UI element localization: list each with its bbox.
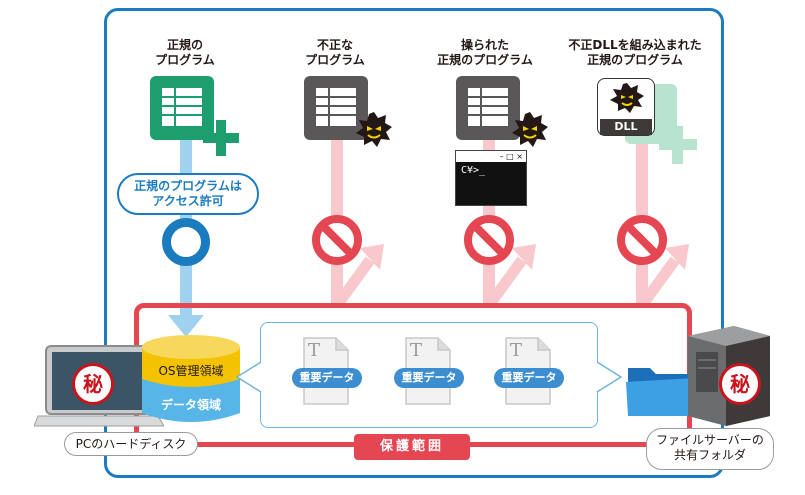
legit-program-icon [150,76,239,156]
document-label: 重要データ [292,368,362,388]
shared-folder-icon [626,368,694,416]
document-glyph: T [510,340,523,361]
console-title-bar: – □ × [456,151,526,162]
prohibited-icon [312,215,362,265]
command-prompt-window: – □ × C¥>_ [455,150,527,206]
document-item: T 重要データ [392,336,472,412]
rebound-arrow-1 [336,244,384,306]
malicious-program-icon [304,76,368,140]
access-allowed-note: 正規のプログラムはアクセス許可 [117,173,259,215]
rebound-arrow-2 [488,244,536,306]
outer-frame [104,8,724,478]
rebound-arrow-3 [641,244,689,306]
program-caption-dll-injected: 不正DLLを組み込まれた正規のプログラム [568,38,702,67]
document-item: T 重要データ [492,336,572,412]
pc-hdd-label: PCのハードディスク [64,432,198,456]
hijacked-program-icon [456,76,520,140]
allow-arrow-head [168,315,204,337]
document-glyph: T [410,340,423,361]
document-glyph: T [308,340,321,361]
prohibited-icon [617,215,667,265]
document-label: 重要データ [494,368,564,388]
devil-virus-icon [610,83,644,113]
devil-virus-icon [356,112,392,147]
protection-scope-label: 保護範囲 [354,434,470,460]
callout-pointer-right [596,362,622,392]
data-area-label: データ領域 [160,398,221,412]
laptop-icon [34,345,164,427]
console-prompt: C¥>_ [461,165,486,176]
program-caption-hijacked: 操られた正規のプログラム [437,38,533,67]
allow-circle-icon [162,218,210,266]
hdd-cylinder [142,335,240,422]
secret-seal-icon: 秘 [719,363,761,405]
os-area-label: OS管理領域 [158,364,224,378]
devil-virus-icon [512,112,548,147]
secret-seal-icon: 秘 [72,363,114,405]
prohibited-icon [464,215,514,265]
document-item: T 重要データ [290,336,370,412]
dll-file-icon: DLL [597,78,655,136]
dll-label: DLL [600,119,652,135]
callout-pointer-left [236,362,262,392]
file-server-share-label: ファイルサーバーの共有フォルダ [646,428,774,470]
document-label: 重要データ [394,368,464,388]
program-caption-malicious: 不正なプログラム [305,38,365,67]
program-caption-legit: 正規のプログラム [155,38,215,67]
